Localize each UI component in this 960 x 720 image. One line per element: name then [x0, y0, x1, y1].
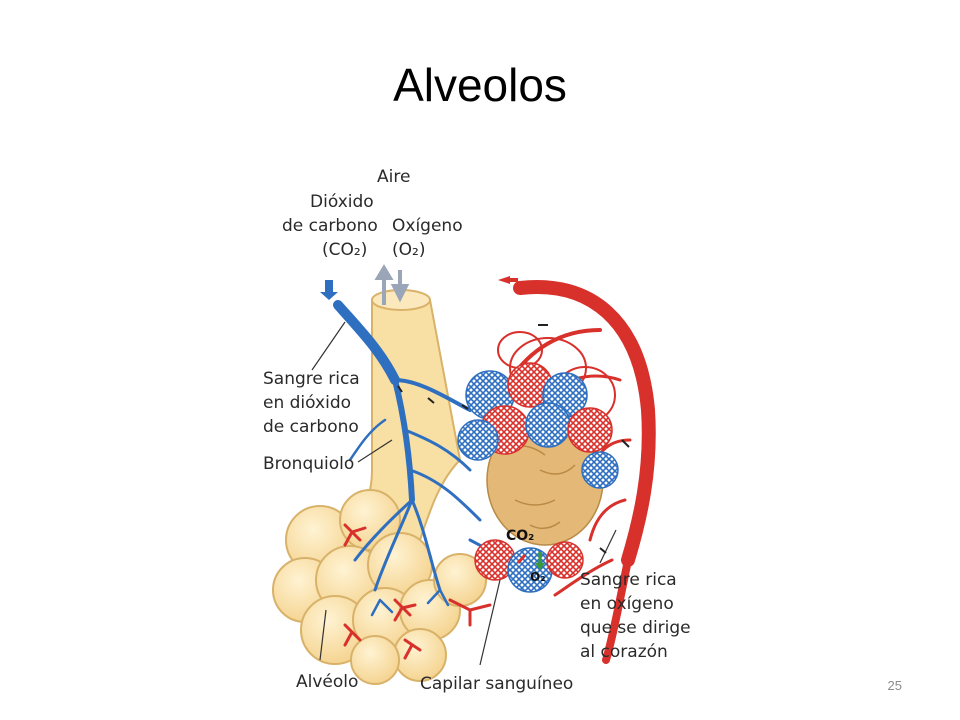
gas-exchange-arrows [516, 552, 545, 570]
flow-ticks [397, 324, 630, 554]
label-co2-out-line1: Dióxido [310, 192, 374, 212]
label-blood-co2-line1: Sangre rica [263, 369, 360, 389]
label-bronchiole: Bronquiolo [263, 454, 355, 474]
label-o2-in-line1: Oxígeno [392, 216, 463, 236]
slide-title: Alveolos [393, 59, 567, 111]
label-co2-out: Dióxido de carbono (CO₂) [282, 190, 392, 262]
capillary-branches-red [343, 523, 492, 660]
label-blood-o2-line1: Sangre rica [580, 570, 677, 590]
label-alveolus: Alvéolo [296, 672, 359, 692]
label-blood-o2-line4: al corazón [580, 642, 668, 662]
blood-inflow-arrow [320, 280, 338, 300]
deoxygenated-vessel [333, 300, 522, 617]
label-blood-o2-line2: en oxígeno [580, 594, 674, 614]
label-gas-o2: O₂ [530, 570, 546, 584]
page-number: 25 [887, 678, 902, 693]
label-blood-co2: Sangre rica en dióxido de carbono [263, 367, 360, 439]
label-gas-co2: CO₂ [506, 528, 535, 544]
label-blood-co2-line3: de carbono [263, 417, 359, 437]
alveolus-cluster-upper [457, 362, 619, 593]
oxygenated-vessel [508, 280, 656, 664]
label-air: Aire [377, 167, 411, 187]
label-capillary: Capilar sanguíneo [420, 674, 574, 694]
leader-lines [311, 321, 617, 666]
air-arrows [374, 264, 410, 305]
alveolus-cluster-lower [272, 489, 487, 685]
blood-outflow-arrow [498, 276, 518, 284]
label-co2-out-line3: (CO₂) [322, 240, 368, 260]
label-blood-o2: Sangre rica en oxígeno que se dirige al … [580, 568, 691, 664]
label-blood-co2-line2: en dióxido [263, 393, 352, 413]
label-o2-in: Oxígeno (O₂) [392, 214, 463, 262]
label-blood-o2-line3: que se dirige [580, 618, 691, 638]
label-co2-out-line2: de carbono [282, 216, 378, 236]
label-o2-in-line2: (O₂) [392, 240, 426, 260]
